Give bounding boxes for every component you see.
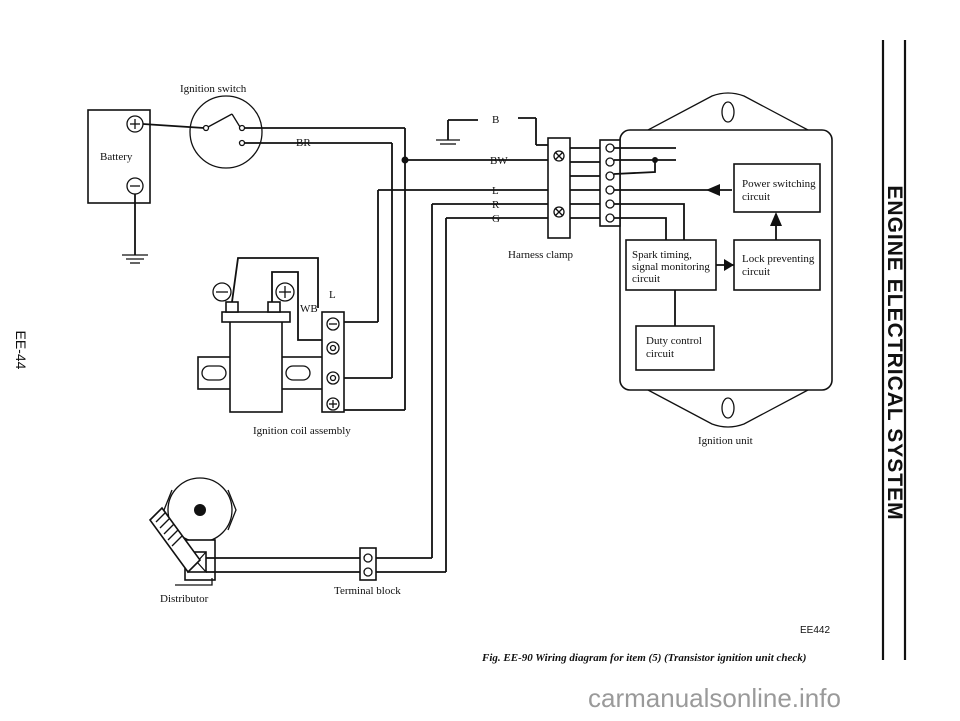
coil-assembly-label: Ignition coil assembly <box>253 425 351 437</box>
duty-control-box <box>635 325 715 371</box>
spark-timing-box <box>625 239 717 291</box>
ignition-coil-assembly <box>197 282 341 413</box>
distributor <box>148 477 237 586</box>
wire-g-label: G <box>492 213 500 225</box>
power-switching-box <box>733 163 821 213</box>
terminal-block <box>359 547 377 581</box>
ignition-unit-label: Ignition unit <box>698 435 753 447</box>
battery-ground-icon <box>122 254 148 264</box>
lock-preventing-box <box>733 239 821 291</box>
distributor-label: Distributor <box>160 593 209 605</box>
ground-icon <box>436 139 460 145</box>
ignition-switch-label: Ignition switch <box>180 83 247 95</box>
spark-timing-line1: Spark timing, <box>632 249 692 261</box>
lock-preventing-line1: Lock preventing <box>742 253 815 265</box>
coil-negative-terminal <box>212 282 232 302</box>
battery-label: Battery <box>100 151 133 163</box>
br-wire-label: BR <box>296 137 311 149</box>
duty-control-line2: circuit <box>646 348 674 360</box>
terminal-block-label: Terminal block <box>334 585 401 597</box>
arrow-up-icon <box>770 212 782 226</box>
battery: Battery <box>87 109 151 204</box>
watermark: carmanualsonline.info <box>588 683 841 713</box>
mounting-hole-top <box>721 101 735 123</box>
harness-clamp-label: Harness clamp <box>508 249 574 261</box>
mounting-hole-bottom <box>721 397 735 419</box>
power-switching-line2: circuit <box>742 191 770 203</box>
arrow-icon <box>706 184 720 196</box>
coil-terminal-strip <box>321 311 345 413</box>
unit-connector <box>599 139 621 227</box>
wire-b-label: B <box>492 114 499 126</box>
wire-bw-label: BW <box>490 155 508 167</box>
coil-l-label: L <box>329 289 336 301</box>
page-id: EE-44 <box>13 331 29 370</box>
harness-clamp <box>547 137 571 239</box>
figure-code: EE442 <box>800 625 830 636</box>
figure-caption: Fig. EE-90 Wiring diagram for item (5) (… <box>481 652 806 664</box>
coil-wb-label: WB <box>300 303 318 315</box>
wire-r-label: R <box>492 199 500 211</box>
arrow-right-icon <box>724 259 734 271</box>
power-switching-line1: Power switching <box>742 178 816 190</box>
ignition-switch <box>189 95 263 169</box>
wire-l-label: L <box>492 185 499 197</box>
spark-timing-line2: signal monitoring <box>632 261 710 273</box>
side-title: ENGINE ELECTRICAL SYSTEM <box>883 185 906 520</box>
coil-positive-terminal <box>275 282 295 302</box>
spark-timing-line3: circuit <box>632 273 660 285</box>
lock-preventing-line2: circuit <box>742 266 770 278</box>
duty-control-line1: Duty control <box>646 335 702 347</box>
